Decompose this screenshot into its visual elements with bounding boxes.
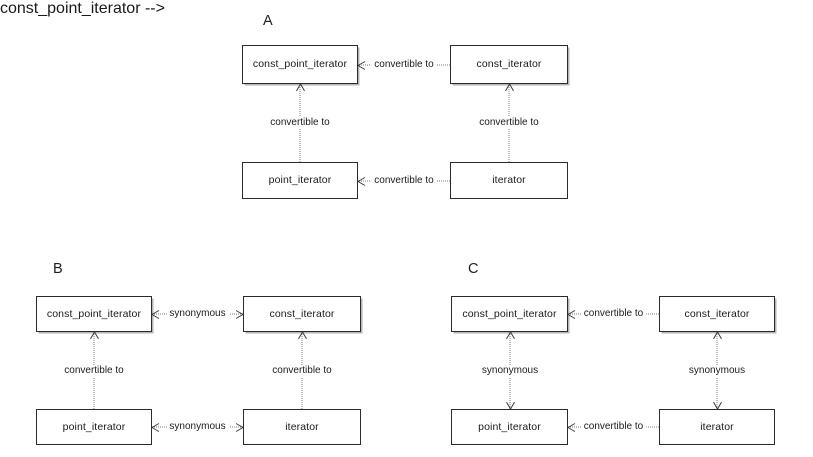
- panel-c-edge-bottom-horizontal: convertible to: [568, 417, 659, 437]
- edge-line: [509, 332, 511, 409]
- panel-c-edge-bottom-horizontal-label: convertible to: [580, 421, 647, 433]
- panel-c-node-const-iterator: const_iterator: [659, 296, 775, 332]
- edge-line: [716, 332, 718, 409]
- panel-c-edge-left-vertical-label: synonymous: [478, 364, 542, 377]
- arrowhead-left-icon: [568, 310, 577, 319]
- panel-c-node-point-iterator: point_iterator: [451, 409, 568, 445]
- panel-c-edge-right-vertical-label: synonymous: [685, 364, 749, 377]
- panel-a-node-const-point-iterator: const_point_iterator: [242, 45, 358, 84]
- panel-b-node-const-iterator: const_iterator: [243, 296, 361, 332]
- edge-line: [568, 313, 659, 315]
- edge-line: [568, 426, 659, 428]
- panel-a-letter: A: [263, 13, 273, 29]
- panel-c-node-const-point-iterator: const_point_iterator: [451, 296, 568, 332]
- arrowhead-left-icon: [568, 423, 577, 432]
- panel-c-letter: C: [468, 261, 479, 277]
- panel-b-node-const-point-iterator: const_point_iterator: [36, 296, 152, 332]
- arrowhead-down-icon: [713, 400, 722, 409]
- panel-b-node-point-iterator: point_iterator: [36, 409, 152, 445]
- arrowhead-down-icon: [506, 400, 515, 409]
- arrowhead-up-icon: [506, 332, 515, 341]
- panel-a-node-point-iterator: point_iterator: [242, 162, 358, 199]
- arrowhead-up-icon: [713, 332, 722, 341]
- panel-b-letter: B: [53, 261, 63, 277]
- panel-b-node-iterator: iterator: [243, 409, 361, 445]
- panel-c-edge-top-horizontal: convertible to: [568, 304, 659, 324]
- panel-a-node-iterator: iterator: [450, 162, 568, 199]
- panel-c-node-iterator: iterator: [659, 409, 775, 445]
- panel-a-node-const-iterator: const_iterator: [450, 45, 568, 84]
- panel-c-edge-right-vertical: synonymous: [685, 332, 749, 409]
- panel-c-edge-top-horizontal-label: convertible to: [580, 308, 647, 320]
- panel-c-edge-left-vertical: synonymous: [478, 332, 542, 409]
